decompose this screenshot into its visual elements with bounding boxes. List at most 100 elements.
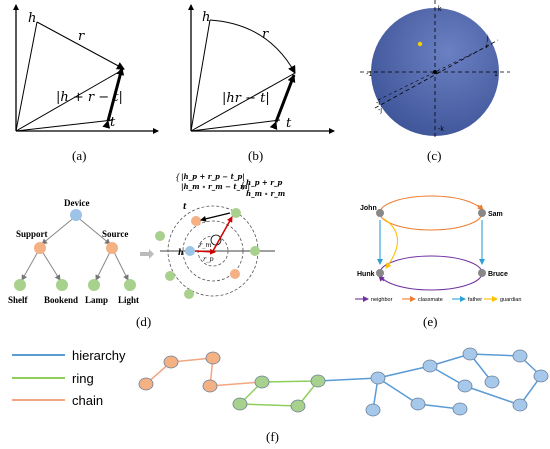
distance-arrow-b (269, 74, 296, 130)
legend-hierarchy: hierarchy (72, 348, 126, 363)
label-t-a: t (110, 115, 116, 130)
panel-f-graph (138, 347, 549, 417)
node-green-hp (231, 208, 241, 218)
node-orange-2 (230, 269, 240, 279)
ring-node (290, 399, 306, 413)
right-arrow-icon (140, 249, 154, 259)
node-source (106, 242, 118, 254)
distance-arrow-d (200, 212, 231, 222)
hierarchy-node (462, 347, 478, 361)
vector-rm (194, 248, 216, 255)
vector-rp (212, 216, 233, 252)
hierarchy-node (452, 402, 468, 416)
panel-a: h r t |h + r − t| (13, 4, 159, 134)
chain-edge (209, 381, 263, 387)
edge-device-support (41, 215, 77, 245)
axis-label-k: k (438, 6, 442, 13)
guardian-edge (383, 218, 399, 269)
node-green-1 (155, 231, 165, 241)
label-rm: r_m (199, 241, 212, 249)
eq1-top: |h_p + r_p − t_p| (181, 172, 245, 181)
caption-e: (e) (423, 314, 437, 329)
label-bookend: Bookend (44, 295, 78, 305)
panel-b: h r t |hr − t| (188, 4, 335, 134)
ring-2 (182, 220, 244, 282)
node-shelf (14, 279, 26, 291)
hierarchy-node (410, 397, 426, 411)
eq1-bottom: |h_m ∘ r_m − t_m| (181, 182, 250, 191)
eq2-bottom: h_m ∘ r_m (246, 189, 285, 198)
axis-label-j: j (486, 35, 489, 42)
label-bruce: Bruce (488, 271, 508, 278)
edge-device-source (75, 215, 111, 245)
caption-a: (a) (72, 148, 86, 163)
panel-c: k j i 1 -1 -i -j -k (360, 0, 510, 140)
node-blue-h (185, 246, 195, 256)
hierarchy-node (512, 349, 528, 363)
label-h-a: h (28, 11, 36, 26)
label-t-d: t (183, 201, 187, 211)
axis-label-minus-1: -1 (366, 71, 372, 78)
formula-a: |h + r − t| (56, 90, 123, 105)
node-orange-t (191, 216, 201, 226)
node-bookend (56, 279, 68, 291)
formula-b: |hr − t| (222, 91, 270, 106)
hierarchy-edge (464, 385, 521, 406)
hierarchy-node (533, 369, 549, 383)
ring-node (254, 375, 270, 389)
node-green-4 (250, 246, 260, 256)
ring-edge (239, 403, 299, 407)
label-light: Light (118, 295, 139, 305)
axis-label-i: i (486, 43, 488, 50)
caption-b: (b) (248, 148, 263, 163)
transform-arrow (140, 249, 154, 259)
label-hunk: Hunk (357, 271, 375, 278)
chain-node (163, 355, 179, 369)
legend-neighbor: neighbor (371, 297, 393, 303)
axis-label-minus-k: -k (438, 126, 444, 133)
label-source: Source (102, 229, 128, 239)
ring-edge (261, 380, 319, 383)
axis-label-minus-j: -j (378, 107, 382, 114)
brace-left-icon: { (175, 173, 180, 182)
node-device (70, 209, 82, 221)
chain-node (205, 351, 221, 365)
distance-arrow-a (102, 67, 125, 129)
edge-support-bookend (39, 247, 61, 281)
label-r-a: r (78, 29, 85, 44)
hierarchy-edge (377, 377, 419, 405)
hierarchy-node (365, 403, 381, 417)
vector-h-a (15, 21, 38, 132)
label-h-d: h (178, 247, 184, 257)
node-green-3 (184, 289, 194, 299)
origin-dot (433, 70, 437, 74)
panel-f-legend: hierarchy ring chain (12, 348, 126, 408)
chain-node (202, 379, 218, 393)
label-john: John (360, 205, 377, 212)
node-sam (478, 209, 486, 217)
quaternion-point (417, 41, 423, 47)
edge-support-shelf (21, 247, 41, 281)
axis-label-minus-i: -i (376, 100, 380, 107)
legend-father: father (468, 297, 482, 303)
legend-e: neighbor classmate father guardian (355, 296, 521, 303)
label-rp: r_p (203, 255, 214, 263)
hierarchy-node (422, 359, 438, 373)
panel-d-polar: { |h_p + r_p − t_p| |h_m ∘ r_m − t_m| { … (155, 172, 285, 299)
vector-r-a (36, 21, 125, 70)
neighbor-loop (379, 255, 483, 291)
label-support: Support (16, 229, 48, 239)
caption-c: (c) (427, 148, 441, 163)
label-lamp: Lamp (85, 295, 108, 305)
node-light (124, 279, 136, 291)
vector-t-b (190, 119, 281, 132)
legend-classmate: classmate (418, 297, 443, 303)
axis-label-1: 1 (494, 71, 498, 78)
label-r-b: r (262, 27, 269, 42)
hierarchy-node (370, 371, 386, 385)
hierarchy-edge (317, 377, 379, 382)
hierarchy-node (484, 375, 500, 389)
ring-node (232, 397, 248, 411)
panel-e: John Sam Hunk Bruce neighbor classmate f… (355, 195, 521, 303)
